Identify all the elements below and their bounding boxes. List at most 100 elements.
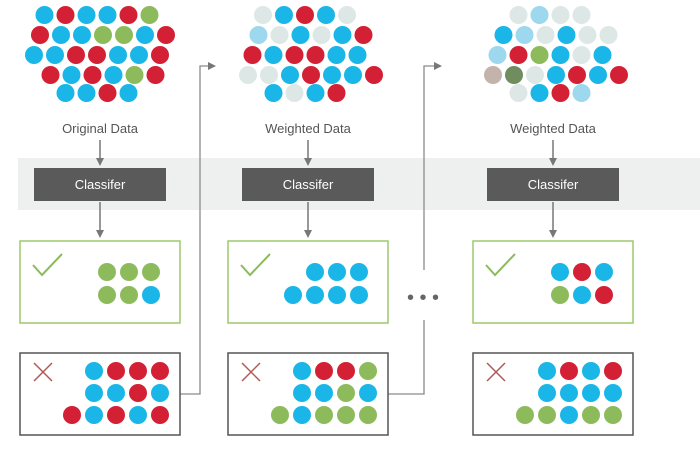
cluster-point xyxy=(530,84,549,102)
cluster-point xyxy=(146,66,165,84)
cluster-point xyxy=(67,46,85,64)
misclassified-point xyxy=(315,362,333,380)
misclassified-points xyxy=(63,362,169,424)
cluster-point xyxy=(306,46,325,64)
cluster-point xyxy=(488,46,507,64)
misclassified-point xyxy=(560,384,578,402)
misclassified-points xyxy=(516,362,622,424)
cluster-point xyxy=(41,66,60,84)
cluster-point xyxy=(157,26,175,44)
cluster-point xyxy=(77,84,96,102)
cluster-point xyxy=(572,84,591,102)
classified-point xyxy=(551,286,569,304)
cluster-point xyxy=(98,6,117,24)
cluster-point xyxy=(94,26,112,44)
misclassified-point xyxy=(359,362,377,380)
cluster-point xyxy=(31,26,49,44)
misclassified-point xyxy=(107,362,125,380)
misclassified-point xyxy=(337,406,355,424)
cluster-point xyxy=(243,46,262,64)
correct-points xyxy=(551,263,613,304)
misclassified-point xyxy=(337,384,355,402)
cluster-point xyxy=(572,46,591,64)
misclassified-point xyxy=(582,384,600,402)
cluster-point xyxy=(115,26,133,44)
misclassified-point xyxy=(560,362,578,380)
cluster-point xyxy=(610,66,628,84)
cluster-point xyxy=(275,6,293,24)
cluster-point xyxy=(530,6,549,24)
cluster-point xyxy=(593,46,612,64)
cluster-point xyxy=(260,66,278,84)
cluster-point xyxy=(599,26,618,44)
classified-point xyxy=(142,263,160,281)
cluster-point xyxy=(557,26,576,44)
classified-point xyxy=(98,263,116,281)
cluster-point xyxy=(270,26,289,44)
cluster-point xyxy=(515,26,534,44)
cluster-point xyxy=(589,66,607,84)
cluster-point xyxy=(296,6,314,24)
check-icon xyxy=(485,253,516,277)
cluster-point xyxy=(317,6,335,24)
cluster-point xyxy=(264,46,283,64)
cluster-point xyxy=(306,84,325,102)
cluster-point xyxy=(46,46,64,64)
check-icon xyxy=(32,253,63,277)
classified-point xyxy=(595,286,613,304)
misclassified-point xyxy=(151,362,169,380)
cluster-point xyxy=(338,6,356,24)
cross-icon xyxy=(486,362,506,382)
cluster-point xyxy=(494,26,513,44)
classifier-box xyxy=(487,168,619,201)
misclassified-point xyxy=(63,406,81,424)
data-cluster xyxy=(484,6,628,102)
misclassified-point xyxy=(359,384,377,402)
cluster-point xyxy=(249,26,268,44)
classified-point xyxy=(284,286,302,304)
stage-label: Weighted Data xyxy=(265,121,352,136)
classified-point xyxy=(551,263,569,281)
cluster-point xyxy=(119,84,138,102)
classified-point xyxy=(595,263,613,281)
cluster-point xyxy=(83,66,102,84)
cluster-point xyxy=(312,26,331,44)
cluster-point xyxy=(551,46,570,64)
correct-box xyxy=(472,240,634,324)
data-cluster xyxy=(25,6,175,102)
misclassified-point xyxy=(582,362,600,380)
cluster-point xyxy=(151,46,169,64)
cluster-point xyxy=(281,66,299,84)
classified-point xyxy=(350,263,368,281)
stage-label: Original Data xyxy=(62,121,139,136)
misclassified-point xyxy=(315,384,333,402)
cluster-point xyxy=(136,26,154,44)
cluster-point xyxy=(551,84,570,102)
misclassified-point xyxy=(538,362,556,380)
cluster-point xyxy=(547,66,565,84)
misclassified-point xyxy=(151,384,169,402)
cluster-point xyxy=(327,46,346,64)
cluster-point xyxy=(25,46,43,64)
misclassified-point xyxy=(107,406,125,424)
misclassified-point xyxy=(85,384,103,402)
classified-point xyxy=(142,286,160,304)
cluster-point xyxy=(509,6,528,24)
cluster-point xyxy=(52,26,70,44)
classifier-label: Classifer xyxy=(75,177,126,192)
cluster-point xyxy=(572,6,591,24)
misclassified-point xyxy=(538,384,556,402)
classified-point xyxy=(120,286,138,304)
misclassified-point xyxy=(129,406,147,424)
cluster-point xyxy=(56,6,75,24)
correct-points xyxy=(284,263,368,304)
misclassified-point xyxy=(359,406,377,424)
flow-connector xyxy=(388,62,442,395)
cluster-point xyxy=(344,66,362,84)
ellipsis: • • • xyxy=(407,287,439,309)
cluster-point xyxy=(354,26,373,44)
classified-point xyxy=(120,263,138,281)
misclassified-point xyxy=(337,362,355,380)
